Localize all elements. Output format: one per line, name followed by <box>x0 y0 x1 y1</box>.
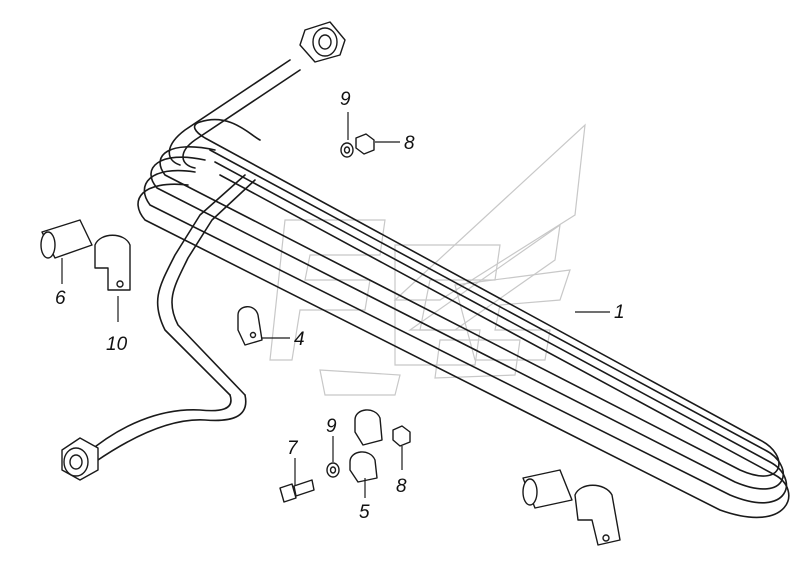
callout-labels: 9 8 1 4 6 10 7 9 8 5 <box>55 89 625 523</box>
callout-8-bottom: 8 <box>396 476 407 497</box>
pipe-end-fitting-top <box>299 21 346 63</box>
nut-top <box>355 133 375 155</box>
nut-bottom <box>392 425 411 447</box>
washer-top <box>340 142 354 158</box>
grommet-right <box>522 469 573 509</box>
clamp-right <box>574 484 621 546</box>
callout-7: 7 <box>287 438 299 459</box>
callout-5: 5 <box>359 502 370 523</box>
pipe-end-fitting-bottom <box>61 437 99 481</box>
callout-8-top: 8 <box>404 133 415 154</box>
callout-10: 10 <box>106 334 128 355</box>
callout-4: 4 <box>294 329 305 350</box>
callout-1: 1 <box>614 302 625 323</box>
clamp-left <box>94 234 131 291</box>
callout-9-bottom: 9 <box>326 416 337 437</box>
washer-bottom <box>326 462 340 478</box>
clamp-bottom-pair <box>349 409 383 483</box>
grommet-left <box>40 219 93 259</box>
leader-lines <box>61 112 610 498</box>
coil-pipe-assembly <box>84 59 790 519</box>
clamp-middle <box>237 306 263 346</box>
watermark-logo <box>269 123 586 396</box>
bolt <box>279 479 315 503</box>
callout-9-top: 9 <box>340 89 351 110</box>
callout-6: 6 <box>55 288 66 309</box>
